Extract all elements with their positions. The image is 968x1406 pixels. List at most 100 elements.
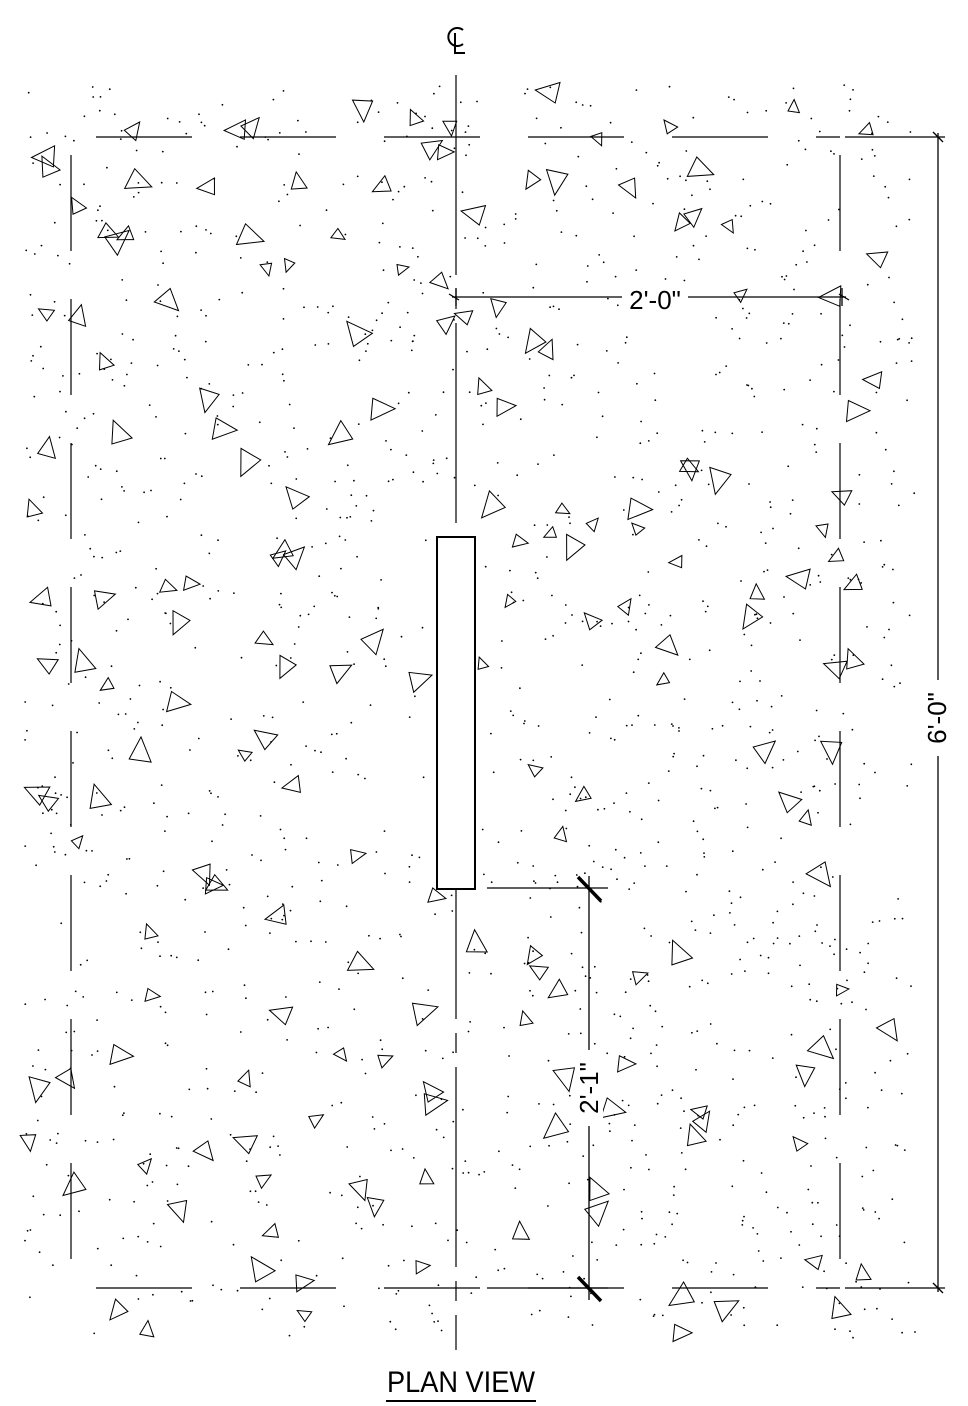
stipple-dot xyxy=(106,229,109,232)
stipple-dot xyxy=(783,278,786,281)
stipple-dot xyxy=(560,231,563,234)
stipple-dot xyxy=(42,496,45,499)
stipple-dot xyxy=(702,838,705,841)
stipple-dot xyxy=(408,881,411,883)
aggregate-triangle xyxy=(674,211,692,232)
stipple-dot xyxy=(151,598,154,601)
stipple-dot xyxy=(851,728,854,731)
stipple-dot xyxy=(62,375,64,377)
stipple-dot xyxy=(814,930,817,933)
stipple-dot xyxy=(579,797,582,800)
stipple-dot xyxy=(529,897,532,899)
stipple-dot xyxy=(435,1128,438,1131)
stipple-dot xyxy=(809,379,811,381)
stipple-dot xyxy=(753,1104,756,1107)
stipple-dot xyxy=(333,594,336,597)
stipple-dot xyxy=(133,1200,136,1203)
stipple-dot xyxy=(878,1217,880,1220)
stipple-dot xyxy=(149,1153,152,1156)
stipple-dot xyxy=(130,362,133,364)
stipple-dot xyxy=(667,770,670,772)
stipple-dot xyxy=(66,1004,69,1007)
stipple-dot xyxy=(574,786,576,789)
aggregate-triangle xyxy=(527,763,544,778)
stipple-dot xyxy=(254,1190,257,1193)
stipple-dot xyxy=(833,953,835,956)
stipple-dot xyxy=(615,1244,618,1246)
stipple-dot xyxy=(434,414,437,416)
stipple-dot xyxy=(645,1154,647,1156)
stipple-dot xyxy=(496,462,499,464)
stipple-dot xyxy=(718,371,721,374)
stipple-dot xyxy=(906,399,908,402)
aggregate-triangle xyxy=(350,848,368,865)
stipple-dot xyxy=(880,1089,883,1092)
stipple-dot xyxy=(595,991,598,994)
stipple-dot xyxy=(640,1243,643,1246)
stipple-dot xyxy=(584,872,586,875)
stipple-dot xyxy=(302,701,305,703)
stipple-dot xyxy=(811,1201,814,1204)
stipple-dot xyxy=(200,475,203,478)
stipple-dot xyxy=(298,153,300,156)
stipple-dot xyxy=(892,601,895,604)
stipple-dot xyxy=(185,132,188,135)
stipple-dot xyxy=(29,1296,31,1299)
stipple-dot xyxy=(746,247,749,250)
stipple-dot xyxy=(728,890,731,893)
stipple-dot xyxy=(473,484,476,487)
stipple-dot xyxy=(569,793,572,796)
stipple-dot xyxy=(583,1277,585,1280)
stipple-dot xyxy=(829,1028,832,1031)
stipple-dot xyxy=(769,202,772,205)
stipple-dot xyxy=(514,213,517,215)
stipple-dot xyxy=(137,1235,140,1238)
stipple-dot xyxy=(55,651,58,654)
stipple-dot xyxy=(632,533,634,536)
stipple-dot xyxy=(124,713,127,715)
stipple-dot xyxy=(103,601,105,603)
stipple-dot xyxy=(329,437,332,440)
aggregate-triangle xyxy=(827,547,845,563)
stipple-dot xyxy=(894,1144,897,1146)
stipple-dot xyxy=(483,873,485,876)
stipple-dot xyxy=(307,613,310,616)
stipple-dot xyxy=(730,902,733,904)
stipple-dot xyxy=(893,685,896,688)
stipple-dot xyxy=(177,1147,180,1150)
stipple-dot xyxy=(452,368,454,371)
aggregate-triangle xyxy=(477,655,490,670)
stipple-dot xyxy=(769,506,772,509)
stipple-dot xyxy=(431,1312,433,1315)
stipple-dot xyxy=(382,1223,384,1226)
stipple-dot xyxy=(306,448,309,450)
stipple-dot xyxy=(411,854,413,857)
stipple-dot xyxy=(25,249,28,252)
stipple-dot xyxy=(645,151,648,154)
aggregate-triangle xyxy=(672,1323,694,1343)
stipple-dot xyxy=(110,1264,113,1267)
stipple-dot xyxy=(282,90,285,92)
stipple-dot xyxy=(834,1328,836,1331)
stipple-dot xyxy=(320,879,323,882)
stipple-dot xyxy=(547,1205,549,1207)
stipple-dot xyxy=(156,592,159,595)
stipple-dot xyxy=(108,88,111,91)
stipple-dot xyxy=(865,1146,868,1149)
stipple-dot xyxy=(93,594,96,597)
stipple-dot xyxy=(906,1052,909,1055)
stipple-dot xyxy=(512,714,515,717)
stipple-dot xyxy=(453,147,456,150)
stipple-dot xyxy=(200,121,203,124)
stipple-dot xyxy=(433,1321,436,1323)
aggregate-triangle xyxy=(37,308,56,322)
stipple-dot xyxy=(744,970,746,972)
stipple-dot xyxy=(166,1200,169,1202)
stipple-dot xyxy=(179,498,182,501)
stipple-dot xyxy=(355,1222,357,1225)
aggregate-triangle xyxy=(875,1017,898,1042)
stipple-dot xyxy=(357,972,359,975)
stipple-dot xyxy=(749,725,752,728)
stipple-dot xyxy=(622,1228,625,1231)
stipple-dot xyxy=(65,410,67,413)
